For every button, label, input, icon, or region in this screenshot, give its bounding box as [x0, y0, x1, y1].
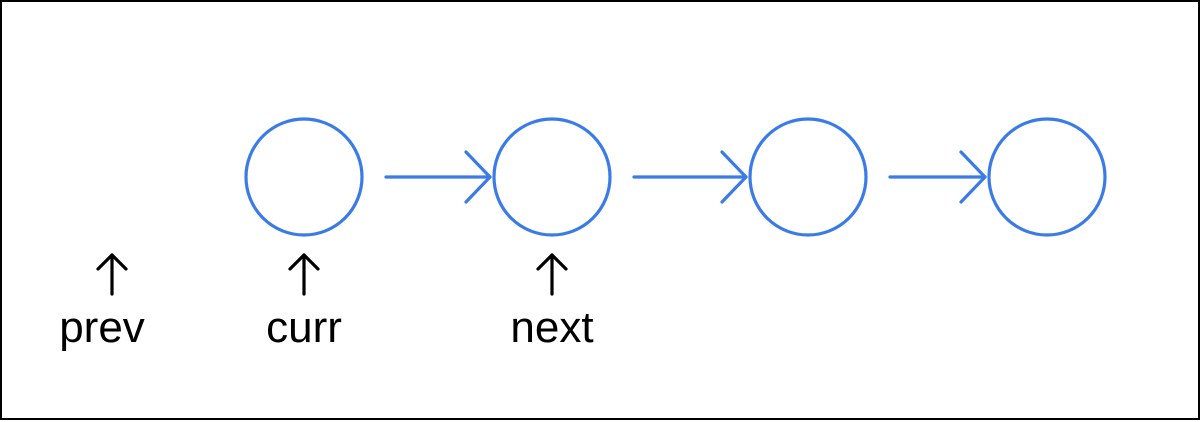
node-3	[748, 117, 868, 237]
link-arrow-2	[632, 150, 748, 204]
link-arrow-1	[384, 150, 492, 204]
pointer-next: next	[510, 253, 594, 352]
pointer-label-next: next	[510, 303, 593, 352]
pointer-label-curr: curr	[266, 303, 342, 352]
nodes-layer	[244, 117, 1107, 237]
node-1	[244, 117, 364, 237]
link-arrow-3	[888, 150, 987, 204]
up-arrow-icon	[536, 253, 568, 296]
pointer-prev: prev	[59, 253, 145, 352]
links-layer	[384, 150, 987, 204]
pointer-curr: curr	[266, 253, 342, 352]
node-2	[492, 117, 612, 237]
up-arrow-icon	[96, 253, 128, 296]
node-4	[987, 117, 1107, 237]
up-arrow-icon	[288, 253, 320, 296]
pointers-layer: prev curr next	[59, 253, 594, 352]
pointer-label-prev: prev	[59, 303, 145, 352]
